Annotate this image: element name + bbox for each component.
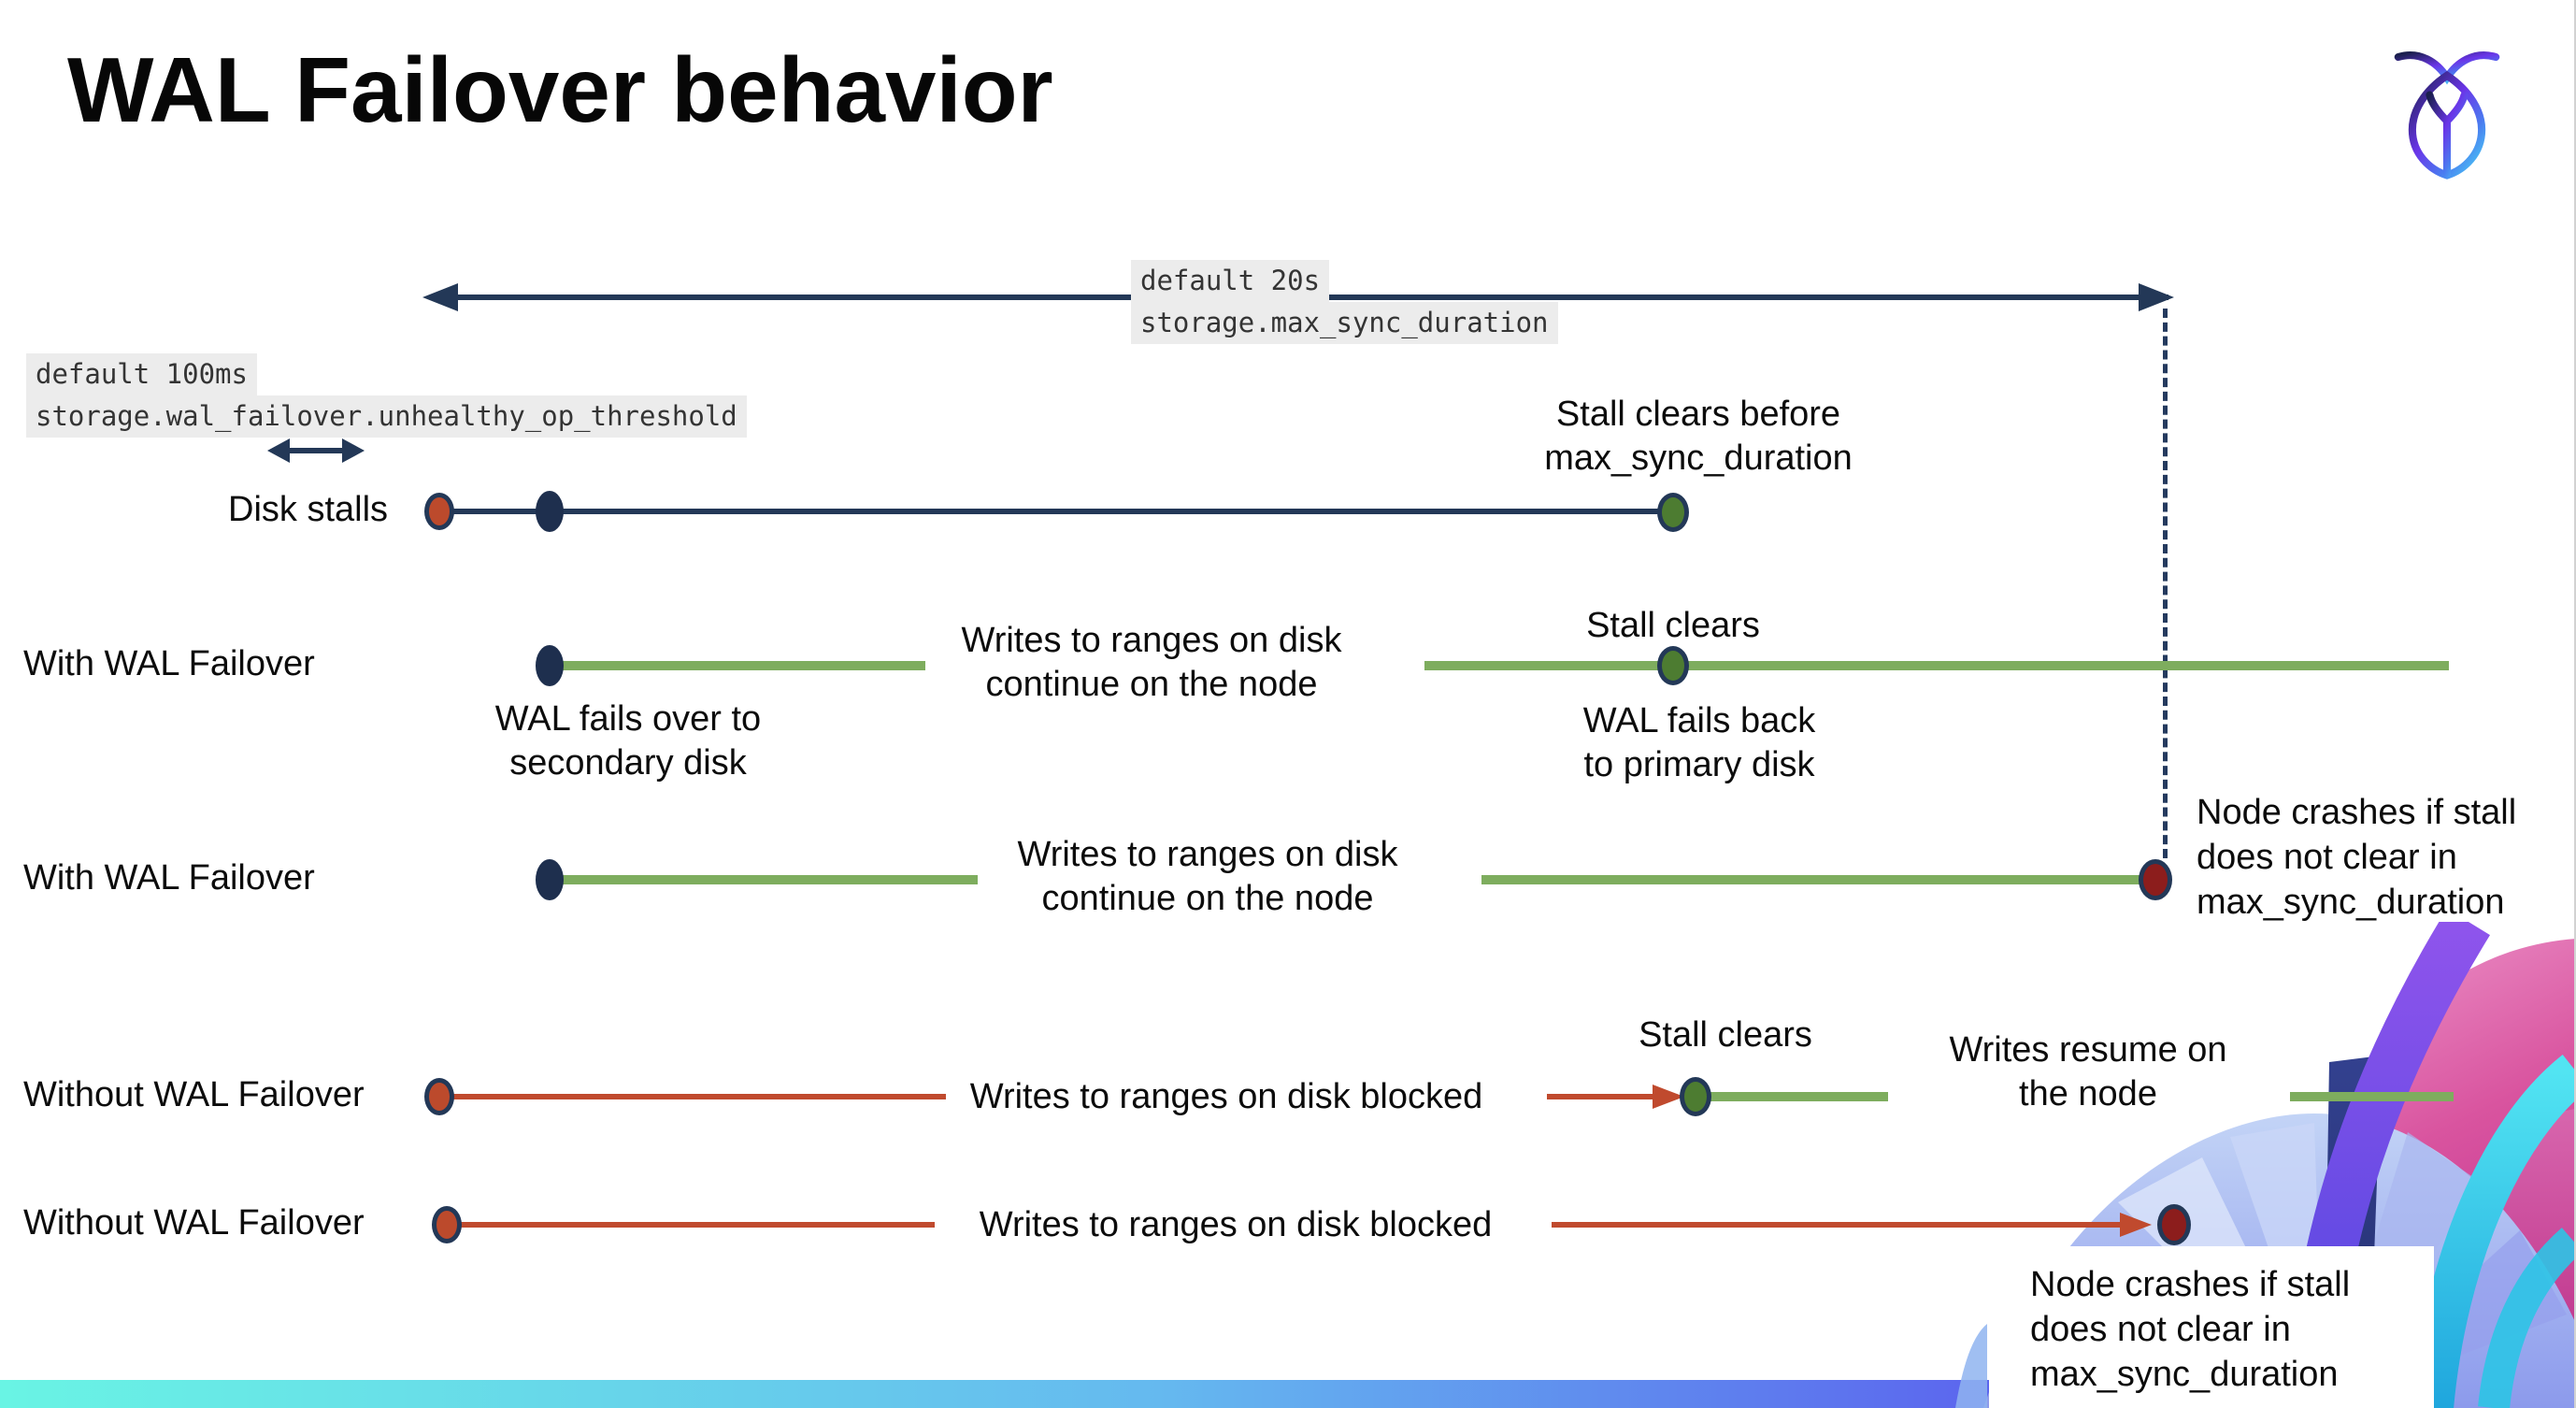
node-crash-annotation-2: Node crashes if stall does not clear in … xyxy=(2030,1265,2351,1394)
writes-resume-line-a xyxy=(1710,1092,1888,1101)
row-label-with-wal-failover-2: With WAL Failover xyxy=(23,858,315,898)
writes-blocked-line-a xyxy=(452,1094,946,1099)
max-sync-default-label: default 20s xyxy=(1131,260,1330,302)
writes-continue-line-d xyxy=(1481,875,2145,884)
stall-clears-annotation-1: Stall clears xyxy=(1586,606,1760,645)
node-crash-annotation-1: Node crashes if stall does not clear in … xyxy=(2197,793,2517,922)
red-arrowhead-icon-1 xyxy=(1653,1085,1684,1109)
cockroach-art-decoration xyxy=(1955,922,2576,1408)
threshold-double-arrow-icon xyxy=(267,438,365,463)
red-arrowhead-icon-2 xyxy=(2120,1213,2152,1237)
max-sync-duration-setting: default 20s storage.max_sync_duration xyxy=(1131,260,1558,344)
writes-resume-line-b xyxy=(2290,1092,2454,1101)
arrowhead-right-icon xyxy=(2139,283,2174,311)
stall-start-dot-3 xyxy=(432,1206,462,1243)
stall-clears-before-annotation: Stall clears before max_sync_duration xyxy=(1544,395,1853,478)
stall-start-dot xyxy=(424,493,454,530)
max-sync-setting-name: storage.max_sync_duration xyxy=(1131,302,1558,344)
row-label-disk-stalls: Disk stalls xyxy=(228,490,389,529)
slide-right-edge xyxy=(2574,0,2576,1408)
row-label-without-wal-failover-1: Without WAL Failover xyxy=(23,1075,365,1114)
node-crash-dot-1 xyxy=(2139,859,2172,900)
crash-note-box xyxy=(1989,1246,2434,1408)
max-sync-deadline-dashed-line xyxy=(2163,309,2168,858)
writes-blocked-line-d xyxy=(1552,1222,2122,1228)
writes-resume-annotation: Writes resume on the node xyxy=(1949,1030,2227,1113)
writes-blocked-annotation-2: Writes to ranges on disk blocked xyxy=(979,1205,1493,1244)
fails-back-annotation: WAL fails back to primary disk xyxy=(1582,701,1816,784)
arrowhead-left-icon xyxy=(422,283,458,311)
writes-continue-line-a xyxy=(561,661,925,670)
writes-continue-line-c xyxy=(561,875,978,884)
stall-start-dot-2 xyxy=(424,1078,454,1115)
failover-start-dot xyxy=(536,645,564,686)
node-crash-dot-2 xyxy=(2157,1204,2191,1245)
writes-blocked-annotation-1: Writes to ranges on disk blocked xyxy=(969,1077,1483,1116)
fails-over-annotation: WAL fails over to secondary disk xyxy=(494,699,762,783)
cockroachdb-logo-icon xyxy=(2394,51,2500,180)
writes-continue-line-b xyxy=(1424,661,2449,670)
fails-back-dot xyxy=(1657,646,1689,685)
writes-continue-annotation-1: Writes to ranges on disk continue on the… xyxy=(961,621,1342,704)
unhealthy-op-setting-name: storage.wal_failover.unhealthy_op_thresh… xyxy=(26,395,747,438)
page-title: WAL Failover behavior xyxy=(67,38,1053,141)
row-label-without-wal-failover-2: Without WAL Failover xyxy=(23,1203,365,1243)
writes-continue-annotation-2: Writes to ranges on disk continue on the… xyxy=(1017,835,1398,918)
stall-clears-dot-2 xyxy=(1680,1077,1711,1116)
stall-clears-dot xyxy=(1657,493,1689,532)
row-label-with-wal-failover-1: With WAL Failover xyxy=(23,644,315,683)
threshold-reached-dot xyxy=(536,491,564,532)
stall-clears-annotation-2: Stall clears xyxy=(1639,1015,1812,1055)
writes-blocked-line-b xyxy=(1547,1094,1659,1099)
failover-start-dot-2 xyxy=(536,859,564,900)
writes-blocked-line-c xyxy=(460,1222,935,1228)
unhealthy-op-threshold-setting: default 100ms storage.wal_failover.unhea… xyxy=(26,353,747,438)
disk-stall-timeline xyxy=(439,509,1673,514)
unhealthy-op-default-label: default 100ms xyxy=(26,353,257,395)
